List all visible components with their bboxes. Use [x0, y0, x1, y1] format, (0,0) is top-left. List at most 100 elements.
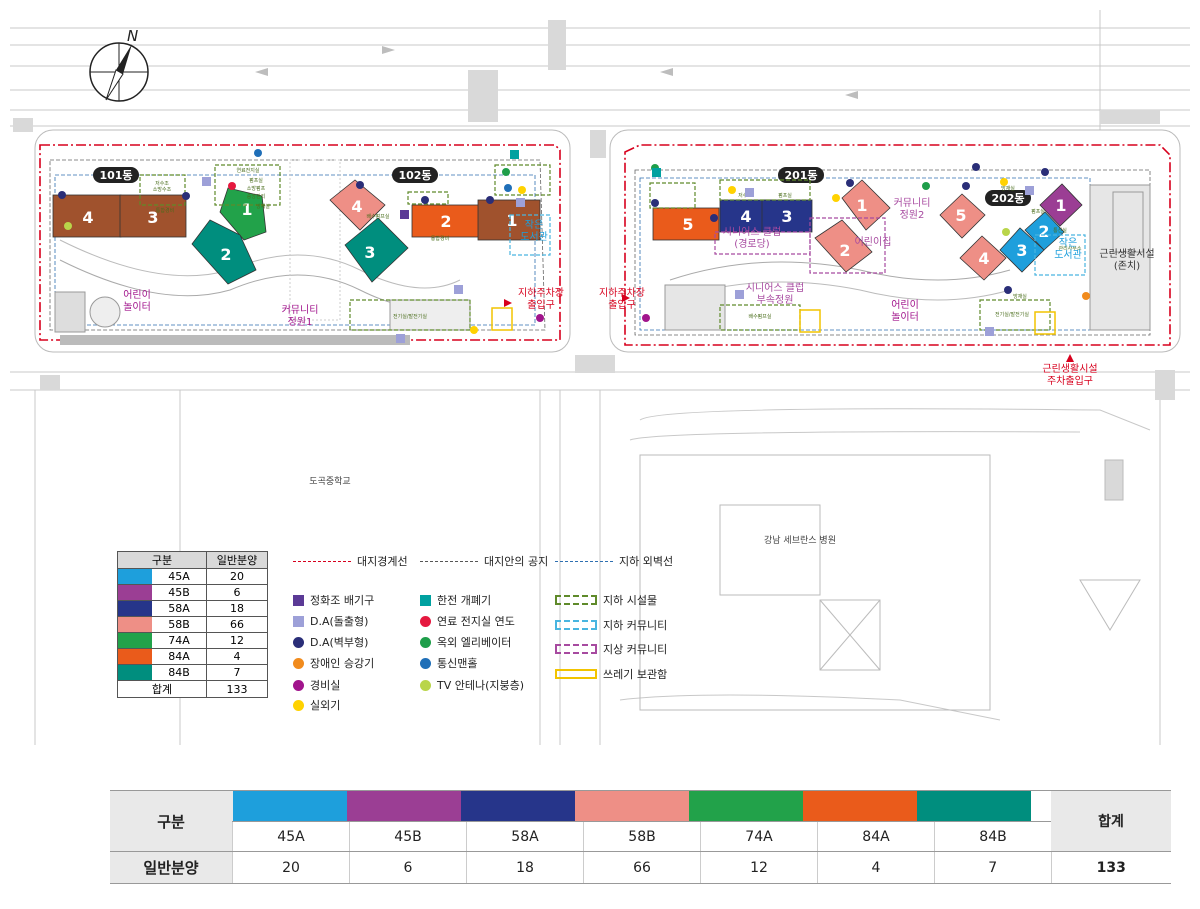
site-parcel-east — [609, 129, 1181, 353]
legend-box-swatch — [555, 620, 597, 630]
unit-202-4 — [959, 235, 1007, 281]
label-daycare: 어린이집 — [855, 236, 892, 248]
facility-tag: 방재실 — [1013, 293, 1027, 300]
legend-symbol-label: D.A(벽부형) — [310, 636, 369, 649]
summary-type: 84B — [934, 821, 1051, 852]
dot-icon — [293, 636, 304, 648]
color-swatch — [346, 791, 461, 821]
building-tags: 101동 102동 201동 202동 — [93, 167, 1031, 206]
unit-102-1 — [477, 199, 541, 241]
legend-type-cell: 58B — [117, 616, 207, 633]
legend-box-swatch — [555, 595, 597, 605]
legend-count: 20 — [206, 568, 268, 585]
summary-type: 58B — [583, 821, 701, 852]
legend-symbol-label: 실외기 — [310, 699, 341, 712]
unit-number: 1 — [1055, 196, 1066, 215]
legend-line-swatch — [293, 560, 351, 562]
color-swatch — [688, 791, 803, 821]
summary-type: 45A — [232, 821, 350, 852]
legend-total: 133 — [206, 680, 268, 698]
legend-box-swatch — [555, 669, 597, 679]
unit-number: 4 — [740, 207, 751, 226]
summary-count: 6 — [349, 851, 467, 884]
unit-102-3 — [344, 217, 409, 283]
legend-symbol-label: 정화조 배기구 — [310, 594, 375, 607]
label-senior-club: 시니어스 클럽(경로당) — [723, 226, 781, 250]
unit-number: 4 — [82, 208, 93, 227]
legend-symbol: 실외기 — [293, 697, 340, 713]
legend-symbol-label: TV 안테나(지붕층) — [437, 679, 525, 692]
square-icon — [293, 615, 304, 627]
legend-type: 74A — [168, 634, 190, 647]
legend-type-cell: 58A — [117, 600, 207, 617]
legend-box: 지상 커뮤니티 — [555, 641, 667, 657]
unit-number: 4 — [978, 249, 989, 268]
color-swatch — [460, 791, 575, 821]
legend-symbol-label: D.A(돌출형) — [310, 615, 369, 628]
unit-number: 2 — [1038, 222, 1049, 241]
school-label: 도곡중학교 — [309, 476, 350, 487]
legend-box-label: 지하 커뮤니티 — [603, 619, 668, 632]
legend-type: 84A — [168, 650, 190, 663]
legend-type: 58A — [168, 602, 190, 615]
legend-header-type: 구분 — [117, 551, 207, 569]
building-tag-202: 202동 — [991, 192, 1024, 205]
dot-icon — [293, 679, 304, 691]
legend-symbol: 장애인 승강기 — [293, 655, 374, 671]
summary-type: 74A — [700, 821, 818, 852]
unit-number: 3 — [364, 243, 375, 262]
color-swatch — [118, 601, 152, 616]
legend-symbol: TV 안테나(지붕층) — [420, 677, 524, 693]
legend-type: 45A — [168, 570, 190, 583]
legend-symbol: D.A(벽부형) — [293, 634, 368, 650]
dot-icon — [293, 657, 304, 669]
unit-102-2 — [411, 204, 483, 238]
facility-tag: 방재실 — [1001, 185, 1015, 192]
unit-101-3 — [119, 194, 187, 238]
legend-symbol: D.A(돌출형) — [293, 613, 368, 629]
site-plan-map: N 도곡중학교 강남 세브란스 병원 — [10, 10, 1190, 745]
unit-number: 1 — [241, 200, 252, 219]
color-swatch — [916, 791, 1031, 821]
legend-symbol-label: 장애인 승강기 — [310, 657, 375, 670]
unit-number: 3 — [781, 207, 792, 226]
legend-symbol-label: 통신맨홀 — [437, 657, 478, 670]
unit-201-5 — [652, 207, 720, 241]
lower-blocks — [639, 454, 1141, 711]
unit-number: 5 — [955, 206, 966, 225]
color-swatch — [118, 665, 152, 680]
unit-numbers: 4 3 1 2 4 3 2 1 5 4 3 1 2 5 1 2 3 4 — [82, 196, 1066, 268]
color-swatch — [574, 791, 689, 821]
legend-type: 58B — [168, 618, 190, 631]
unit-number: 3 — [1016, 241, 1027, 260]
legend-box-label: 지상 커뮤니티 — [603, 643, 668, 656]
unit-202-5 — [939, 193, 986, 239]
road-markings — [255, 46, 858, 99]
legend-line-swatch — [555, 560, 613, 562]
legend-type-cell: 45A — [117, 568, 207, 585]
dot-icon — [420, 636, 431, 648]
unit-number: 3 — [147, 208, 158, 227]
building-tag-201: 201동 — [784, 169, 817, 182]
legend-type: 45B — [168, 586, 190, 599]
trash-boxes — [491, 307, 1056, 335]
facility-tag: 펌프실 — [1031, 208, 1045, 215]
legend-symbol-label: 한전 개폐기 — [437, 594, 492, 607]
legend-line-swatch — [420, 560, 478, 562]
legend-count: 7 — [206, 664, 268, 681]
entrance-arrows — [504, 294, 1074, 362]
legend-symbol-label: 연료 전지실 연도 — [437, 615, 515, 628]
unit-101-2 — [191, 219, 257, 285]
legend-box-label: 지하 시설물 — [603, 594, 658, 607]
